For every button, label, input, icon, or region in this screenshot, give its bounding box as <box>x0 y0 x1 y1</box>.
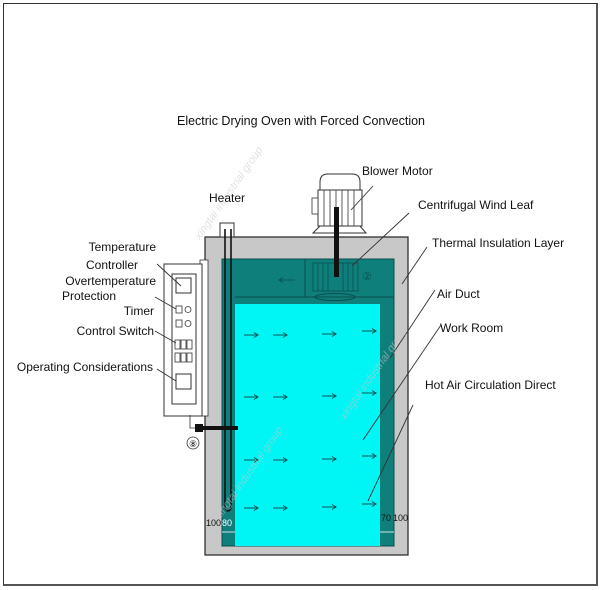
temperature-sensor-probe <box>203 426 238 430</box>
label-temperature-controller-line2: Controller <box>86 258 139 272</box>
fan-number-marker: ② <box>362 271 372 283</box>
work-room <box>235 304 380 546</box>
air-flow-arrowhead <box>278 277 284 283</box>
left-scale-inner: 80 <box>222 518 232 528</box>
right-scale-outer: 100 <box>393 513 408 523</box>
right-scale-inner: 70 <box>381 513 391 523</box>
hot-air-circulation-arrows <box>244 277 377 511</box>
air-flow-arrowhead <box>253 457 259 463</box>
air-flow-arrowhead <box>282 505 288 511</box>
blower-motor <box>311 173 368 277</box>
label-work-room: Work Room <box>440 321 504 335</box>
left-scale-outer: 100 <box>206 518 221 528</box>
air-flow-arrowhead <box>331 393 337 399</box>
label-temperature-controller-line1: Temperature <box>88 240 156 254</box>
air-flow-arrowhead <box>282 332 288 338</box>
label-blower-motor: Blower Motor <box>362 164 433 178</box>
diagram-title: Electric Drying Oven with Forced Convect… <box>176 114 425 128</box>
heater-cap <box>219 222 235 238</box>
air-flow-arrowhead <box>253 505 259 511</box>
air-flow-arrowhead <box>331 331 337 337</box>
air-flow-arrowhead <box>253 332 259 338</box>
label-timer: Timer <box>123 304 154 318</box>
air-flow-arrowhead <box>282 457 288 463</box>
label-centrifugal-wind-leaf: Centrifugal Wind Leaf <box>418 198 534 212</box>
label-air-duct: Air Duct <box>437 287 480 301</box>
air-flow-arrowhead <box>371 501 377 507</box>
air-flow-arrowhead <box>371 328 377 334</box>
label-overtemperature-line1: Overtemperature <box>65 274 156 288</box>
heater-element <box>224 229 232 512</box>
label-thermal-insulation-layer: Thermal Insulation Layer <box>432 236 565 250</box>
air-flow-arrowhead <box>331 504 337 510</box>
label-overtemperature-line2: Protection <box>62 289 117 303</box>
air-flow-arrowhead <box>371 453 377 459</box>
air-flow-arrowhead <box>253 394 259 400</box>
sensor-plug <box>195 424 203 432</box>
sensor-number-marker: ⑧ <box>189 439 197 449</box>
label-operating-considerations: Operating Considerations <box>16 360 153 374</box>
control-panel <box>163 259 209 429</box>
sensor-number-circle <box>186 436 200 450</box>
air-flow-arrowhead <box>331 456 337 462</box>
label-heater: Heater <box>209 191 246 205</box>
temperature-controller-display <box>175 277 192 294</box>
leader-lines <box>154 185 442 502</box>
air-flow-arrowhead <box>282 394 288 400</box>
label-control-switch: Control Switch <box>76 324 154 338</box>
air-flow-arrowhead <box>371 390 377 396</box>
diagram-frame <box>3 3 598 586</box>
label-hot-air-circulation: Hot Air Circulation Direct <box>425 378 556 392</box>
